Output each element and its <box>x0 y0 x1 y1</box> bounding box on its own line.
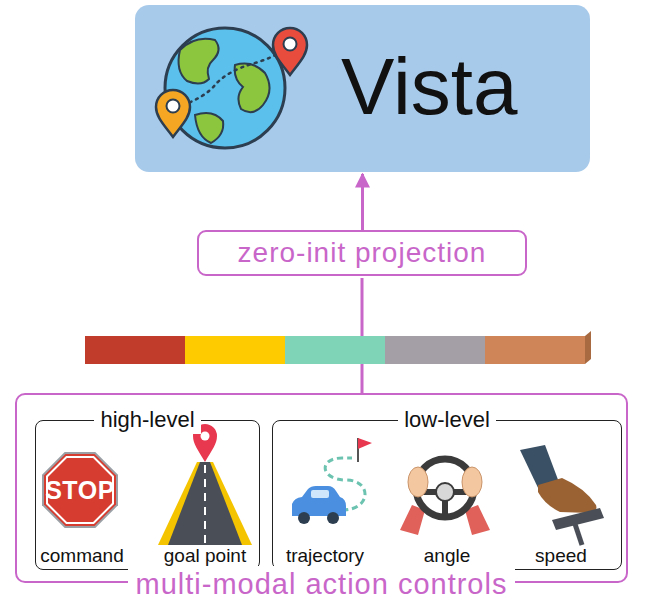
road-icon <box>158 424 252 545</box>
hand <box>408 467 428 497</box>
road <box>168 462 242 545</box>
stop-sign <box>44 454 116 526</box>
map-pin <box>156 90 190 137</box>
icon-caption: speed <box>535 545 587 567</box>
pedal-icon <box>520 445 604 545</box>
token <box>285 336 385 364</box>
shoe <box>538 478 596 513</box>
box-label: multi-modal action controls <box>128 566 516 602</box>
connector <box>361 174 364 230</box>
goal-pin-dot <box>201 432 210 441</box>
map-pin-dot <box>284 38 297 51</box>
box-label: Vista <box>341 41 517 133</box>
icon-caption: trajectory <box>286 545 364 567</box>
road-edge <box>158 462 252 545</box>
icon-caption: angle <box>424 545 471 567</box>
box-label: zero-init projection <box>238 237 487 269</box>
trajectory-icon <box>292 438 372 524</box>
token <box>485 336 585 364</box>
model-box: Vista <box>135 5 590 172</box>
route <box>183 49 285 105</box>
car-wheel <box>327 512 339 524</box>
icon-caption: goal point <box>164 545 246 567</box>
token-bar <box>85 331 591 364</box>
map-pin <box>273 28 307 75</box>
sign-text: STOP <box>45 476 115 505</box>
continent <box>179 39 219 84</box>
token-bevel <box>585 331 591 364</box>
road-marking <box>204 464 206 543</box>
projection-box: zero-init projection <box>197 230 527 276</box>
token <box>385 336 485 364</box>
token <box>185 336 285 364</box>
globe <box>165 28 285 148</box>
stop-sign-icon <box>42 452 118 528</box>
steering-wheel-icon <box>400 459 490 535</box>
token <box>85 336 185 364</box>
flag <box>358 438 372 449</box>
connector <box>361 278 364 393</box>
car-window <box>311 490 329 498</box>
continent <box>195 113 223 143</box>
stop-sign-rim <box>42 452 118 528</box>
wheel-hub <box>436 483 454 501</box>
map-pin-dot <box>167 100 180 113</box>
continent <box>235 64 270 113</box>
box-label: high-level <box>94 406 200 434</box>
pedal-arm <box>575 524 582 545</box>
car-wheel <box>298 512 310 524</box>
box-label: low-level <box>398 406 496 434</box>
icon-caption: command <box>40 545 123 567</box>
hand <box>462 467 482 497</box>
car <box>292 486 346 516</box>
